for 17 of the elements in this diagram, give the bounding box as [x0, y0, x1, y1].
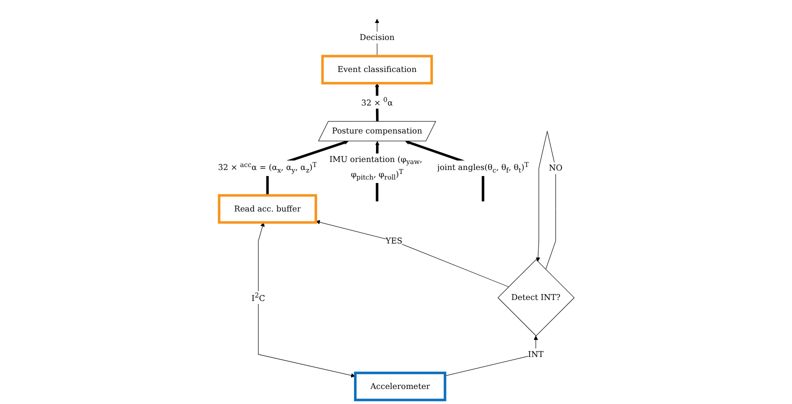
arrow: [258, 222, 356, 378]
edge-label: 32 × $^{acc}$α = (α$_{x}$, α$_{y}$, α$_{z}$)$^{T}$: [218, 162, 317, 174]
edge-label: INT: [528, 349, 544, 359]
edge-label: 32 × $^{0}$α: [361, 96, 393, 108]
node-box: Accelerometer: [354, 372, 446, 402]
edge-label: IMU orientation (φ$_{yaw}$, φ$_{pitch}$, φ$_{roll}$)$^{T}$: [329, 154, 422, 182]
arrow: [444, 336, 538, 376]
node-box: Read acc. buffer: [218, 194, 317, 224]
edge-label: joint angles(θ$_{c}$, θ$_{f}$, θ$_{t}$)$^{T}$: [437, 162, 529, 174]
node-box: Event classification: [321, 54, 433, 84]
edge-label: Decision: [360, 32, 394, 42]
edge-label: I$^{2}$C: [251, 292, 265, 303]
node-diamond: Detect INT?: [498, 259, 574, 336]
arrow: [316, 220, 509, 288]
arrow: [536, 130, 556, 270]
edge-label: NO: [548, 163, 562, 173]
edge-label: YES: [386, 236, 402, 246]
